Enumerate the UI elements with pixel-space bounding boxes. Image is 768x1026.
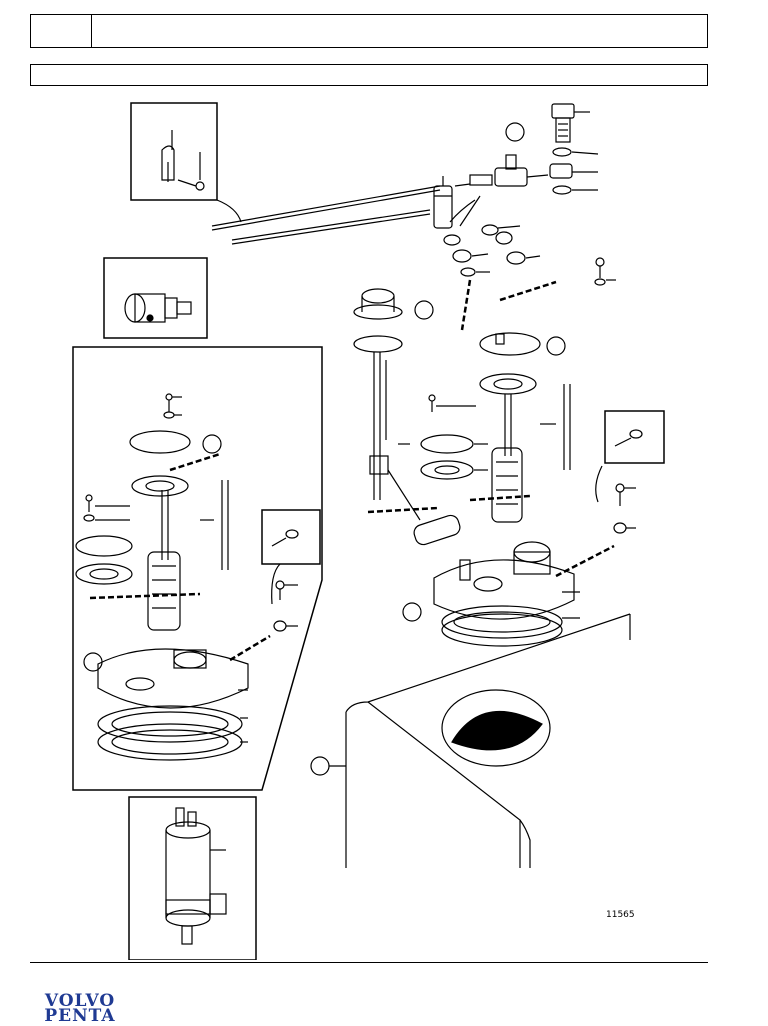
figure-number: 11565 [606, 910, 635, 920]
footer-rule [30, 962, 708, 963]
fuel-tank [310, 613, 631, 868]
level-sender [353, 288, 461, 546]
fuel-lines [211, 183, 481, 245]
header-box [30, 14, 708, 48]
logo-line-1: VOLVO [44, 991, 116, 1011]
logo-line-2: PENTA [44, 1006, 116, 1026]
inset-clamp-screw [130, 102, 242, 223]
inset-sender-assembly [72, 346, 323, 791]
exploded-parts-diagram: 11565 [72, 102, 665, 960]
header-part-number [31, 15, 92, 47]
main-sender-assembly [402, 279, 665, 647]
inset-fuel-pump [128, 796, 257, 960]
subheader-box [30, 64, 708, 86]
volvo-penta-logo: VOLVO PENTA [30, 991, 130, 1026]
inset-valve-fitting [103, 257, 208, 339]
top-fittings [433, 103, 616, 286]
